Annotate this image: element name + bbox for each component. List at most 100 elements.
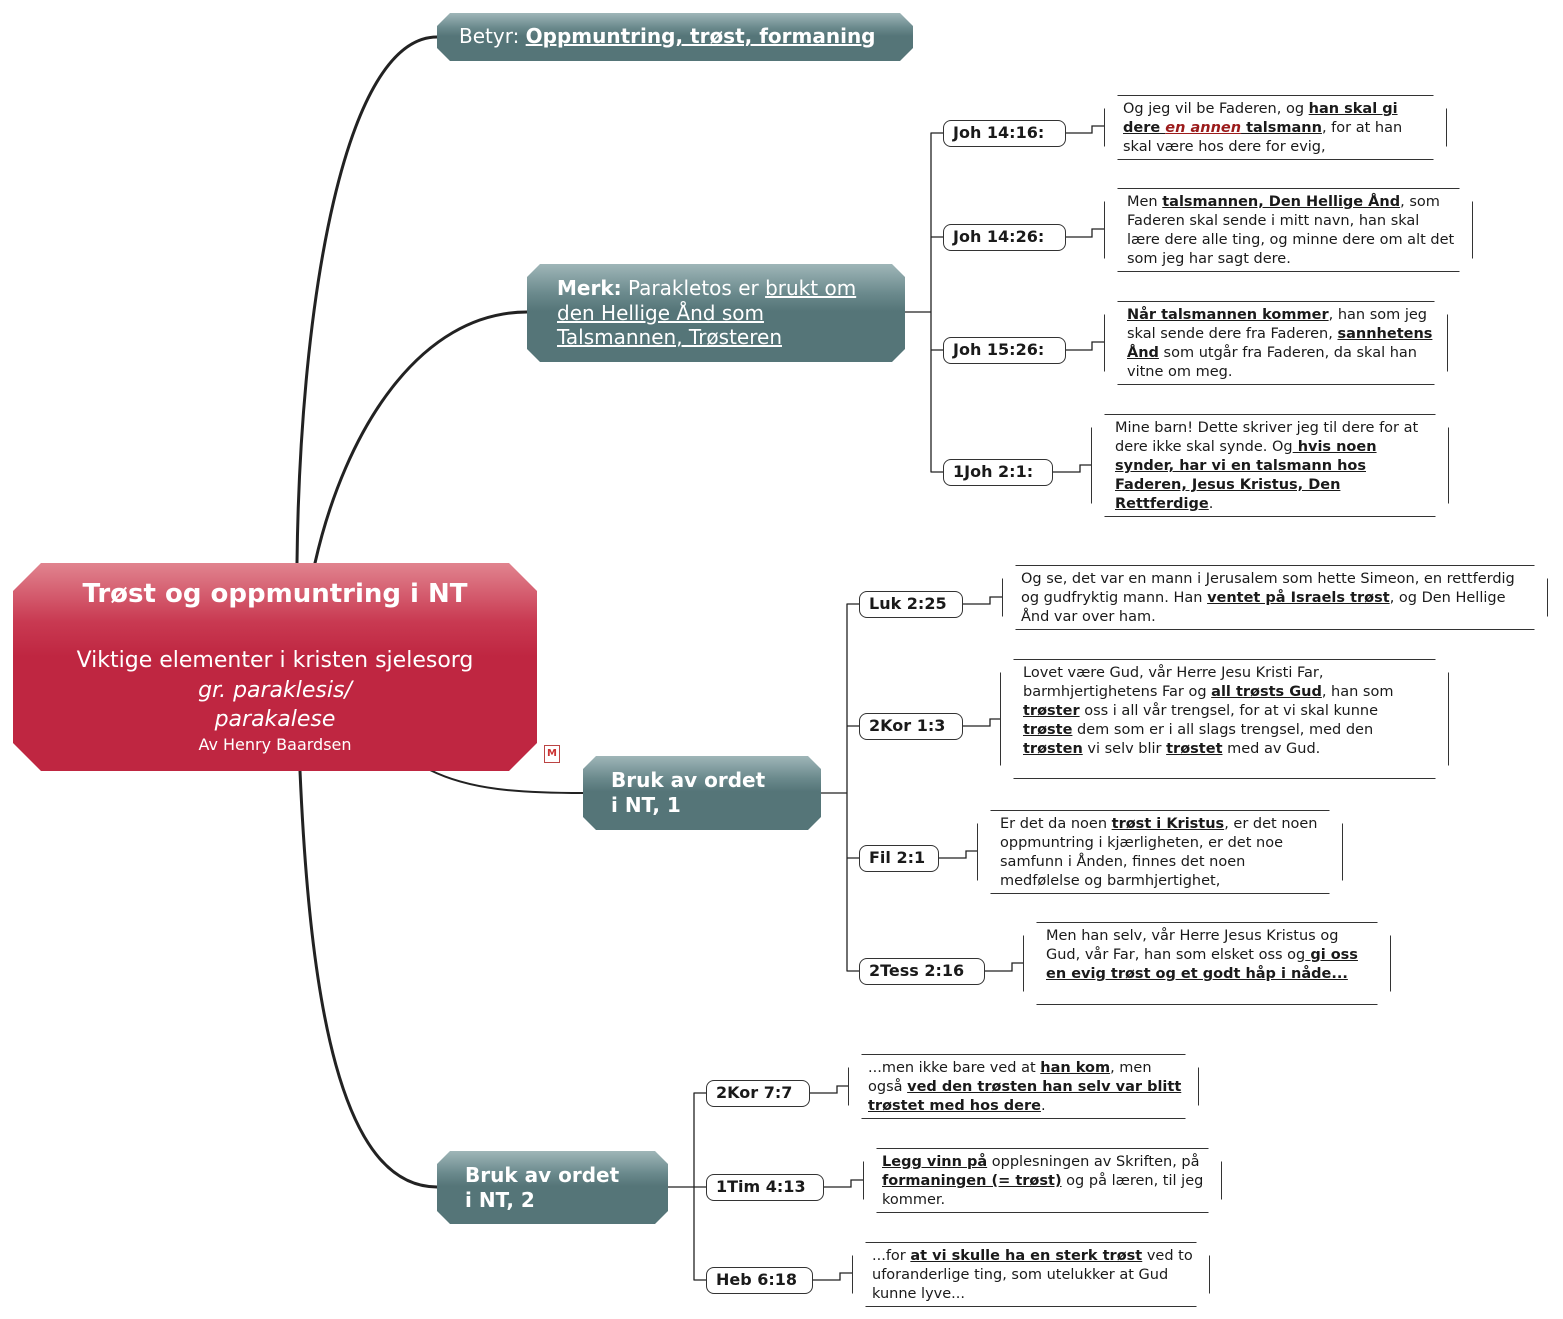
branch-to-bruk1	[429, 769, 584, 794]
verse-highlight: talsmannen, Den Hellige Ånd	[1162, 194, 1401, 210]
central-title: Trøst og oppmuntring i NT	[82, 579, 468, 609]
verse-highlight: trøster	[1023, 703, 1080, 719]
ref-1tim-4-13[interactable]: 1Tim 4:13	[706, 1174, 824, 1201]
fil21-link	[938, 850, 978, 859]
mindmanager-icon[interactable]: M	[544, 745, 560, 763]
ref-joh-15-26[interactable]: Joh 15:26:	[943, 337, 1066, 364]
ref-2tess-2-16[interactable]: 2Tess 2:16	[859, 958, 985, 985]
verse-2kor-1-3[interactable]: Lovet være Gud, vår Herre Jesu Kristi Fa…	[1000, 659, 1449, 779]
greek-line-1: gr. paraklesis/	[198, 678, 352, 703]
tess216-link	[984, 962, 1024, 972]
bruk1-line1: Bruk av ordet	[611, 768, 766, 792]
verse-text: , han som	[1321, 684, 1394, 700]
bruk2-trunk	[667, 1092, 707, 1281]
ref-2kor-7-7[interactable]: 2Kor 7:7	[706, 1080, 810, 1107]
verse-1joh-2-1[interactable]: Mine barn! Dette skriver jeg til dere fo…	[1091, 414, 1449, 517]
verse-text: vi selv blir	[1082, 741, 1167, 757]
verse-text: opplesningen av Skriften, på	[987, 1154, 1200, 1170]
verse-text: og på læren, til jeg kommer.	[882, 1173, 1204, 1208]
verse-highlight: han kom	[1040, 1060, 1111, 1076]
ref-fil-2-1[interactable]: Fil 2:1	[859, 845, 939, 872]
verse-text: Lovet være Gud, vår Herre Jesu Kristi Fa…	[1023, 665, 1324, 700]
verse-highlight: Legg vinn på	[882, 1154, 988, 1170]
verse-text: , som Faderen skal sende i mitt navn, ha…	[1127, 194, 1455, 267]
verse-text: Og se, det var en mann i Jerusalem som h…	[1021, 571, 1515, 606]
merk-link: brukt om den Hellige Ånd som Talsmannen,…	[557, 276, 857, 349]
verse-text: ved to uforanderlige ting, som utelukker…	[872, 1248, 1193, 1302]
verse-text: Mine barn! Dette skriver jeg til dere fo…	[1115, 420, 1419, 455]
bruk1-trunk	[820, 603, 860, 972]
verse-fil-2-1[interactable]: Er det da noen trøst i Kristus, er det n…	[977, 810, 1343, 894]
branch-to-merk	[313, 310, 529, 565]
betyr-value: Oppmuntring, trøst, formaning	[525, 24, 876, 48]
ref-joh-14-26[interactable]: Joh 14:26:	[943, 224, 1066, 251]
verse-joh-14-26[interactable]: Men talsmannen, Den Hellige Ånd, som Fad…	[1104, 188, 1473, 272]
merk-trunk	[904, 132, 944, 473]
verse-text: .	[1040, 1098, 1046, 1114]
verse-emphasis: en annen	[1165, 120, 1242, 136]
joh1526-link	[1065, 341, 1105, 351]
verse-highlight: han skal gi dere	[1123, 101, 1398, 136]
merk-text: Parakletos er	[621, 276, 766, 300]
verse-joh-14-16[interactable]: Og jeg vil be Faderen, og han skal gi de…	[1104, 95, 1447, 160]
verse-text: Men han selv, vår Herre Jesus Kristus og…	[1046, 928, 1339, 963]
verse-heb-6-18[interactable]: ...for at vi skulle ha en sterk trøst ve…	[852, 1242, 1210, 1307]
luk225-link	[962, 596, 1003, 605]
verse-joh-15-26[interactable]: Når talsmannen kommer, han som jeg skal …	[1104, 301, 1448, 385]
verse-text: ...for	[872, 1248, 911, 1264]
verse-text: , og Den Hellige Ånd var over ham.	[1021, 590, 1506, 625]
ref-1joh-2-1[interactable]: 1Joh 2:1:	[943, 459, 1053, 486]
bruk1-line2: i NT, 1	[611, 793, 681, 817]
kor13-link	[962, 718, 1001, 727]
ref-2kor-1-3[interactable]: 2Kor 1:3	[859, 713, 963, 740]
verse-highlight: ventet på Israels trøst	[1207, 590, 1390, 606]
joh1416-link	[1065, 125, 1105, 134]
central-topic[interactable]: Trøst og oppmuntring i NT Viktige elemen…	[13, 563, 537, 771]
verse-highlight: hvis noen synder, har vi en talsmann hos…	[1115, 439, 1377, 512]
verse-text: Er det da noen	[1000, 816, 1112, 832]
verse-text: , er det noen oppmuntring i kjærligheten…	[1000, 816, 1318, 889]
verse-highlight: trøstet	[1166, 741, 1223, 757]
ref-luk-2-25[interactable]: Luk 2:25	[859, 591, 963, 618]
greek-line-2: parakalese	[214, 707, 336, 732]
central-author: Av Henry Baardsen	[198, 735, 352, 754]
ref-joh-14-16[interactable]: Joh 14:16:	[943, 120, 1066, 147]
verse-2kor-7-7[interactable]: ...men ikke bare ved at han kom, men ogs…	[848, 1054, 1199, 1119]
verse-text: .	[1208, 496, 1214, 512]
betyr-label: Betyr:	[459, 24, 526, 48]
verse-text: som utgår fra Faderen, da skal han vitne…	[1127, 345, 1417, 380]
joh1426-link	[1065, 228, 1105, 238]
verse-text: ...men ikke bare ved at	[868, 1060, 1041, 1076]
verse-text: , han som jeg skal sende dere fra Fadere…	[1127, 307, 1428, 342]
verse-highlight: at vi skulle ha en sterk trøst	[910, 1248, 1143, 1264]
topic-bruk-av-ordet-1[interactable]: Bruk av ordet i NT, 1	[583, 756, 821, 830]
central-greek-terms: gr. paraklesis/ parakalese	[13, 676, 537, 734]
verse-1tim-4-13[interactable]: Legg vinn på opplesningen av Skriften, p…	[863, 1148, 1222, 1213]
verse-highlight: formaningen (= trøst)	[882, 1173, 1062, 1189]
verse-2tess-2-16[interactable]: Men han selv, vår Herre Jesus Kristus og…	[1023, 922, 1391, 1005]
topic-betyr[interactable]: Betyr: Oppmuntring, trøst, formaning	[437, 13, 913, 61]
verse-text: , men også	[868, 1060, 1152, 1095]
bruk2-line2: i NT, 2	[465, 1188, 535, 1212]
verse-text: Men	[1127, 194, 1163, 210]
central-subtitle: Viktige elementer i kristen sjelesorg	[76, 648, 474, 673]
ijoh21-link	[1052, 464, 1092, 473]
verse-highlight: sannhetens Ånd	[1127, 326, 1433, 361]
ref-heb-6-18[interactable]: Heb 6:18	[706, 1267, 813, 1294]
verse-text: oss i all vår trengsel, for at vi skal k…	[1079, 703, 1378, 719]
verse-luk-2-25[interactable]: Og se, det var en mann i Jerusalem som h…	[1002, 565, 1548, 630]
verse-highlight: trøst i Kristus	[1111, 816, 1225, 832]
kor77-link	[809, 1085, 849, 1094]
verse-text: Og jeg vil be Faderen, og	[1123, 101, 1309, 117]
verse-highlight: trøste	[1023, 722, 1073, 738]
branch-to-bruk2	[298, 769, 439, 1189]
bruk2-line1: Bruk av ordet	[465, 1163, 620, 1187]
verse-highlight: gi oss en evig trøst og et godt håp i nå…	[1046, 947, 1358, 982]
topic-bruk-av-ordet-2[interactable]: Bruk av ordet i NT, 2	[437, 1151, 668, 1224]
tim413-link	[823, 1179, 864, 1188]
topic-merk[interactable]: Merk: Parakletos er brukt om den Hellige…	[527, 264, 905, 362]
verse-text: med av Gud.	[1222, 741, 1321, 757]
merk-label: Merk:	[557, 276, 622, 300]
branch-to-betyr	[295, 35, 439, 565]
